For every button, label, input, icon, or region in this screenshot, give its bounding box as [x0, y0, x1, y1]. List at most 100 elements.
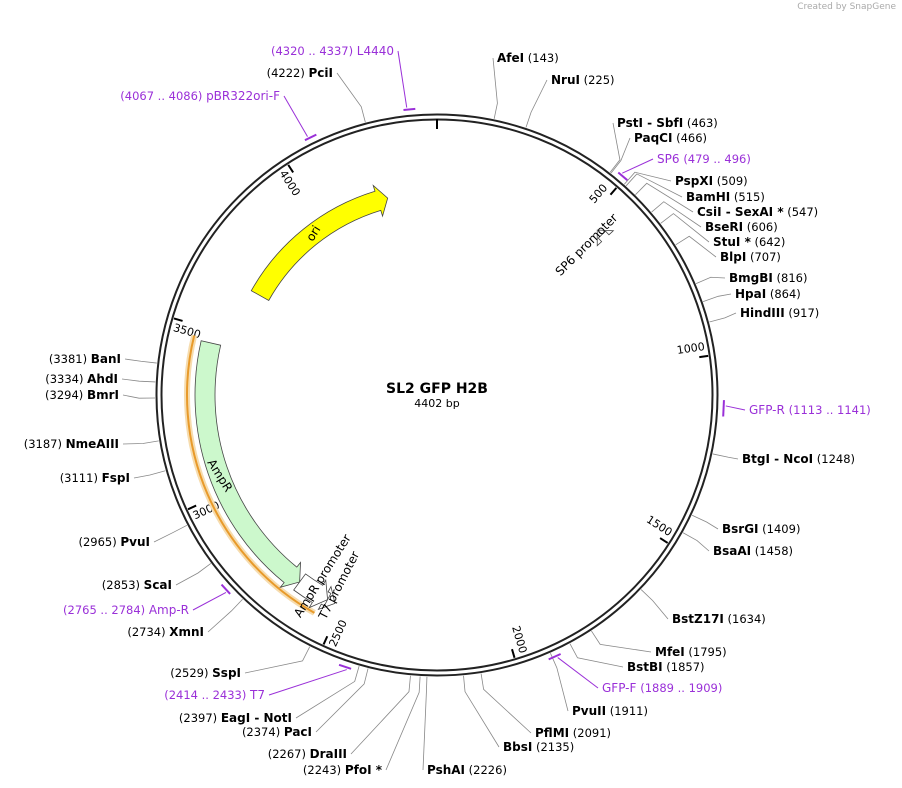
site-name: BamHI [686, 190, 730, 204]
site-label-btgi-ncoi: BtgI - NcoI (1248) [742, 452, 855, 466]
site-position: (463) [683, 116, 718, 130]
site-label-bmgbi: BmgBI (816) [729, 271, 807, 285]
site-position: (509) [713, 174, 748, 188]
site-leader-hindiii [709, 312, 737, 323]
site-leader-btgi-ncoi [712, 453, 739, 460]
site-name: BanI [91, 352, 121, 366]
site-name: BmgBI [729, 271, 773, 285]
primer-name: T7 [249, 688, 265, 702]
site-label-psti-sbfi: PstI - SbfI (463) [617, 116, 718, 130]
feature-ampr-promoter [293, 573, 329, 609]
site-label-xmni: (2734) XmnI [127, 625, 204, 639]
site-name: FspI [102, 471, 130, 485]
ampr-orange-strand [186, 335, 315, 614]
scale-tick-3500 [173, 317, 183, 322]
site-position: (1409) [759, 522, 801, 536]
primer-mark-gfp-f [548, 653, 562, 661]
site-name: PaqCI [634, 131, 672, 145]
primer-name: Amp-R [149, 603, 189, 617]
site-label-fspi: (3111) FspI [60, 471, 130, 485]
primer-leader-gfp-r [725, 405, 746, 411]
site-name: PflMI [535, 726, 569, 740]
scale-tick-2500 [322, 635, 329, 645]
site-name: NmeAIII [66, 437, 119, 451]
site-position: (2243) [303, 763, 345, 777]
site-name: AhdI [87, 372, 118, 386]
site-position: (1911) [606, 704, 648, 718]
site-leader-paci [315, 668, 369, 733]
site-leader-bmgbi [695, 276, 726, 284]
site-leader-paqci [610, 137, 631, 174]
primer-leader-gfp-f [557, 657, 599, 689]
site-position: (707) [746, 250, 781, 264]
primer-name: SP6 [657, 152, 683, 166]
scale-tick-4000 [287, 164, 294, 173]
site-name: CsiI - SexAI * [697, 205, 784, 219]
site-name: HpaI [735, 287, 766, 301]
site-position: (2529) [170, 666, 212, 680]
site-position: (225) [580, 73, 615, 87]
site-leader-pcii [336, 72, 366, 123]
site-name: BtgI - NcoI [742, 452, 813, 466]
primer-leader-l4440 [397, 50, 408, 108]
site-leader-pspxi [624, 171, 672, 185]
scale-tick-500 [609, 187, 618, 196]
site-name: BstBI [627, 660, 663, 674]
site-name: BsrGI [722, 522, 759, 536]
site-name: SspI [212, 666, 241, 680]
site-label-bsrgi: BsrGI (1409) [722, 522, 800, 536]
primer-range: (1889 .. 1909) [640, 681, 722, 695]
scale-tick-label-4000: 4000 [277, 168, 303, 199]
feature-t7-promoter [317, 585, 336, 611]
site-name: PciI [309, 66, 334, 80]
site-label-pshai: PshAI (2226) [427, 763, 507, 777]
scale-tick-3000 [187, 504, 197, 511]
site-label-bstz17i: BstZ17I (1634) [672, 612, 766, 626]
primer-mark-l4440 [403, 107, 416, 111]
site-leader-pvuii [550, 653, 569, 712]
site-label-csii-sexai: CsiI - SexAI * (547) [697, 205, 818, 219]
site-name: PvuII [572, 704, 606, 718]
primer-range: (4320 .. 4337) [271, 44, 357, 58]
primer-label-t7: (2414 .. 2433) T7 [164, 688, 265, 702]
site-label-bseri: BseRI (606) [705, 220, 778, 234]
site-label-bani: (3381) BanI [49, 352, 121, 366]
credit-text: Created by SnapGene [797, 2, 896, 12]
site-position: (1634) [724, 612, 766, 626]
site-label-paqci: PaqCI (466) [634, 131, 707, 145]
site-leader-bamhi [625, 173, 683, 198]
site-position: (515) [730, 190, 765, 204]
primer-range: (2765 .. 2784) [63, 603, 149, 617]
site-label-ahdi: (3334) AhdI [45, 372, 118, 386]
site-name: PshAI [427, 763, 465, 777]
site-position: (2135) [532, 740, 574, 754]
site-name: PvuI [120, 535, 150, 549]
site-position: (2734) [127, 625, 169, 639]
site-label-hpai: HpaI (864) [735, 287, 801, 301]
site-leader-hpai [702, 293, 732, 302]
site-name: DraIII [310, 747, 347, 761]
site-position: (4222) [267, 66, 309, 80]
site-name: BstZ17I [672, 612, 724, 626]
site-position: (3381) [49, 352, 91, 366]
site-leader-stui [660, 213, 710, 243]
site-position: (3187) [24, 437, 66, 451]
primer-name: L4440 [357, 44, 394, 58]
site-position: (1248) [813, 452, 855, 466]
site-label-hindiii: HindIII (917) [740, 306, 819, 320]
site-name: NruI [551, 73, 580, 87]
site-name: StuI * [713, 235, 752, 249]
site-position: (1857) [663, 660, 705, 674]
primer-name: pBR322ori-F [206, 89, 280, 103]
site-name: BseRI [705, 220, 743, 234]
site-name: BbsI [503, 740, 532, 754]
site-label-pflmi: PflMI (2091) [535, 726, 611, 740]
site-label-paci: (2374) PacI [242, 725, 312, 739]
site-leader-sspi [244, 646, 311, 674]
site-label-stui: StuI * (642) [713, 235, 785, 249]
feature-label-ori: ori [303, 223, 323, 244]
site-label-mfei: MfeI (1795) [655, 645, 727, 659]
site-leader-fspi [133, 470, 166, 479]
scale-tick-label-500: 500 [587, 182, 611, 206]
